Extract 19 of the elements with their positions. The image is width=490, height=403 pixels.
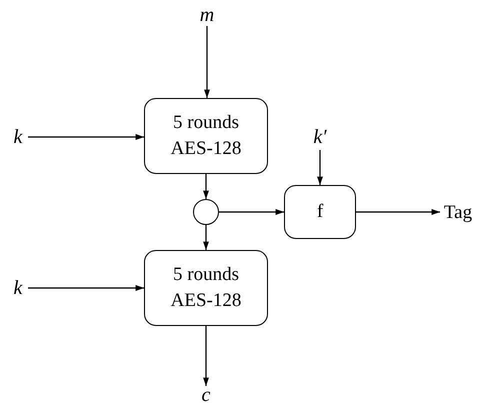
arrow (356, 209, 440, 215)
process-box: f (284, 185, 356, 239)
math-label: m (196, 4, 218, 26)
arrow (203, 225, 209, 250)
arrow (204, 26, 210, 98)
math-label: k (8, 277, 28, 299)
arrow (203, 326, 209, 386)
arrow (28, 285, 144, 291)
math-label: k (8, 126, 28, 148)
arrow (28, 134, 144, 140)
process-box: 5 rounds AES-128 (144, 250, 268, 326)
process-box: 5 rounds AES-128 (144, 98, 268, 174)
junction-circle (193, 199, 219, 225)
arrow (203, 174, 209, 199)
math-label: c (196, 386, 216, 403)
arrow (219, 209, 284, 215)
arrow (317, 150, 323, 185)
math-label: k′ (306, 124, 334, 150)
output-label: Tag (440, 200, 476, 224)
